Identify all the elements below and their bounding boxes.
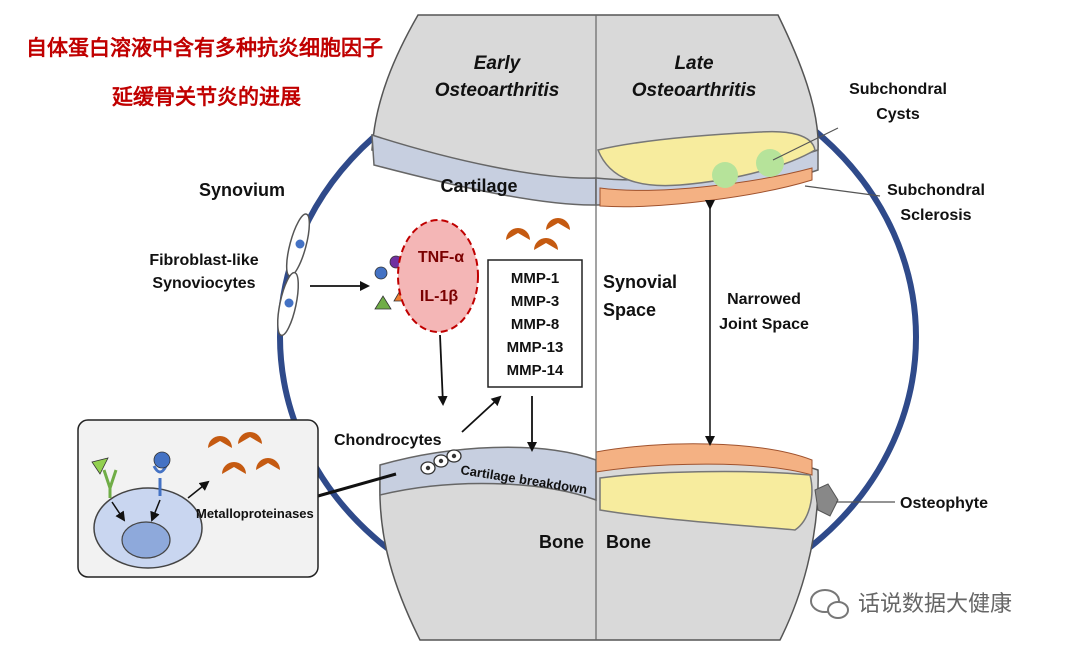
fibroblast-label: Fibroblast-like	[149, 252, 258, 269]
subchondral-sclerosis-upper	[599, 167, 813, 208]
osteophyte-shape	[814, 483, 839, 517]
receptor-y-icon	[102, 469, 118, 498]
chondrocyte-nucleus	[451, 453, 457, 459]
enzyme-icon	[238, 432, 262, 444]
cysts-pointer	[772, 127, 839, 161]
enzyme-icon	[222, 462, 246, 474]
narrowed-label-2: Joint Space	[719, 316, 809, 333]
headline-line2: 延缓骨关节炎的进展	[111, 85, 301, 109]
ligand-circle	[153, 451, 171, 469]
enzyme-icon	[546, 218, 570, 230]
wechat-watermark: 话说数据大健康	[810, 589, 1012, 619]
late-lower-lesion	[599, 470, 813, 531]
wechat-icon	[810, 589, 840, 613]
cartilage-label: Cartilage	[440, 176, 517, 196]
subchondral-sclerosis-label: Subchondral	[887, 182, 985, 199]
il1b-label: IL-1β	[420, 288, 458, 305]
synovium-label: Synovium	[199, 180, 285, 200]
narrowed-label: Narrowed	[727, 291, 801, 308]
late-lower-cartilage	[595, 443, 813, 476]
synovial-space-label-2: Space	[603, 300, 656, 320]
mmp-box	[487, 259, 583, 388]
enzyme-icon	[256, 458, 280, 470]
chondrocyte-nucleus	[438, 458, 444, 464]
synoviocyte-nucleus	[295, 239, 305, 249]
subchondral-cyst	[712, 162, 738, 188]
tnf-alpha-label: TNF-α	[418, 249, 464, 266]
early-title: Early	[474, 53, 522, 74]
cytokine-bubble	[397, 219, 479, 333]
inset-connector	[317, 472, 397, 498]
cytokine-triangle	[374, 295, 392, 310]
inset-nucleus	[121, 521, 171, 559]
synoviocyte-nucleus	[284, 298, 294, 308]
enzyme-icon	[208, 436, 232, 448]
synovial-space-label: Synovial	[603, 272, 677, 292]
mmp-item: MMP-14	[507, 362, 564, 379]
narrowed-label-bg	[716, 288, 814, 336]
ligand-triangle	[91, 457, 109, 475]
osteophyte-label: Osteophyte	[900, 495, 988, 512]
early-title-2: Osteoarthritis	[435, 80, 560, 101]
sclerosis-pointer	[804, 185, 881, 197]
enzyme-icon	[506, 228, 530, 240]
arrow-cytokines-to-chondrocytes	[437, 334, 448, 406]
subchondral-cysts-label-2: Cysts	[876, 106, 920, 123]
subchondral-sclerosis-label-2: Sclerosis	[900, 207, 971, 224]
inset-arrow	[111, 501, 126, 522]
chondrocyte-nucleus	[425, 465, 431, 471]
enzyme-icon	[534, 238, 558, 250]
bone-left-label: Bone	[539, 532, 584, 552]
watermark-text: 话说数据大健康	[858, 592, 1012, 617]
cytokine-dot	[374, 266, 388, 280]
chondrocytes-label: Chondrocytes	[334, 432, 442, 449]
headline-line1: 自体蛋白溶液中含有多种抗炎细胞因子	[26, 36, 383, 60]
mmp-item: MMP-8	[511, 316, 559, 333]
bone-right-label: Bone	[606, 532, 651, 552]
fibroblast-label-2: Synoviocytes	[152, 275, 255, 292]
subchondral-cysts-label: Subchondral	[849, 81, 947, 98]
wechat-icon-bubble	[827, 601, 849, 619]
late-title: Late	[674, 53, 714, 74]
mmp-item: MMP-1	[511, 270, 559, 287]
mmp-item: MMP-3	[511, 293, 559, 310]
subchondral-cyst	[756, 149, 784, 177]
late-title-2: Osteoarthritis	[632, 80, 757, 101]
inset-arrow	[150, 499, 161, 522]
arrow-chondrocytes-to-mmp	[461, 395, 502, 433]
inset-arrow-out	[187, 480, 210, 499]
metalloproteinases-label: Metalloproteinases	[196, 506, 314, 521]
mmp-item: MMP-13	[507, 339, 564, 356]
subchondral-cyst-region	[596, 130, 816, 187]
